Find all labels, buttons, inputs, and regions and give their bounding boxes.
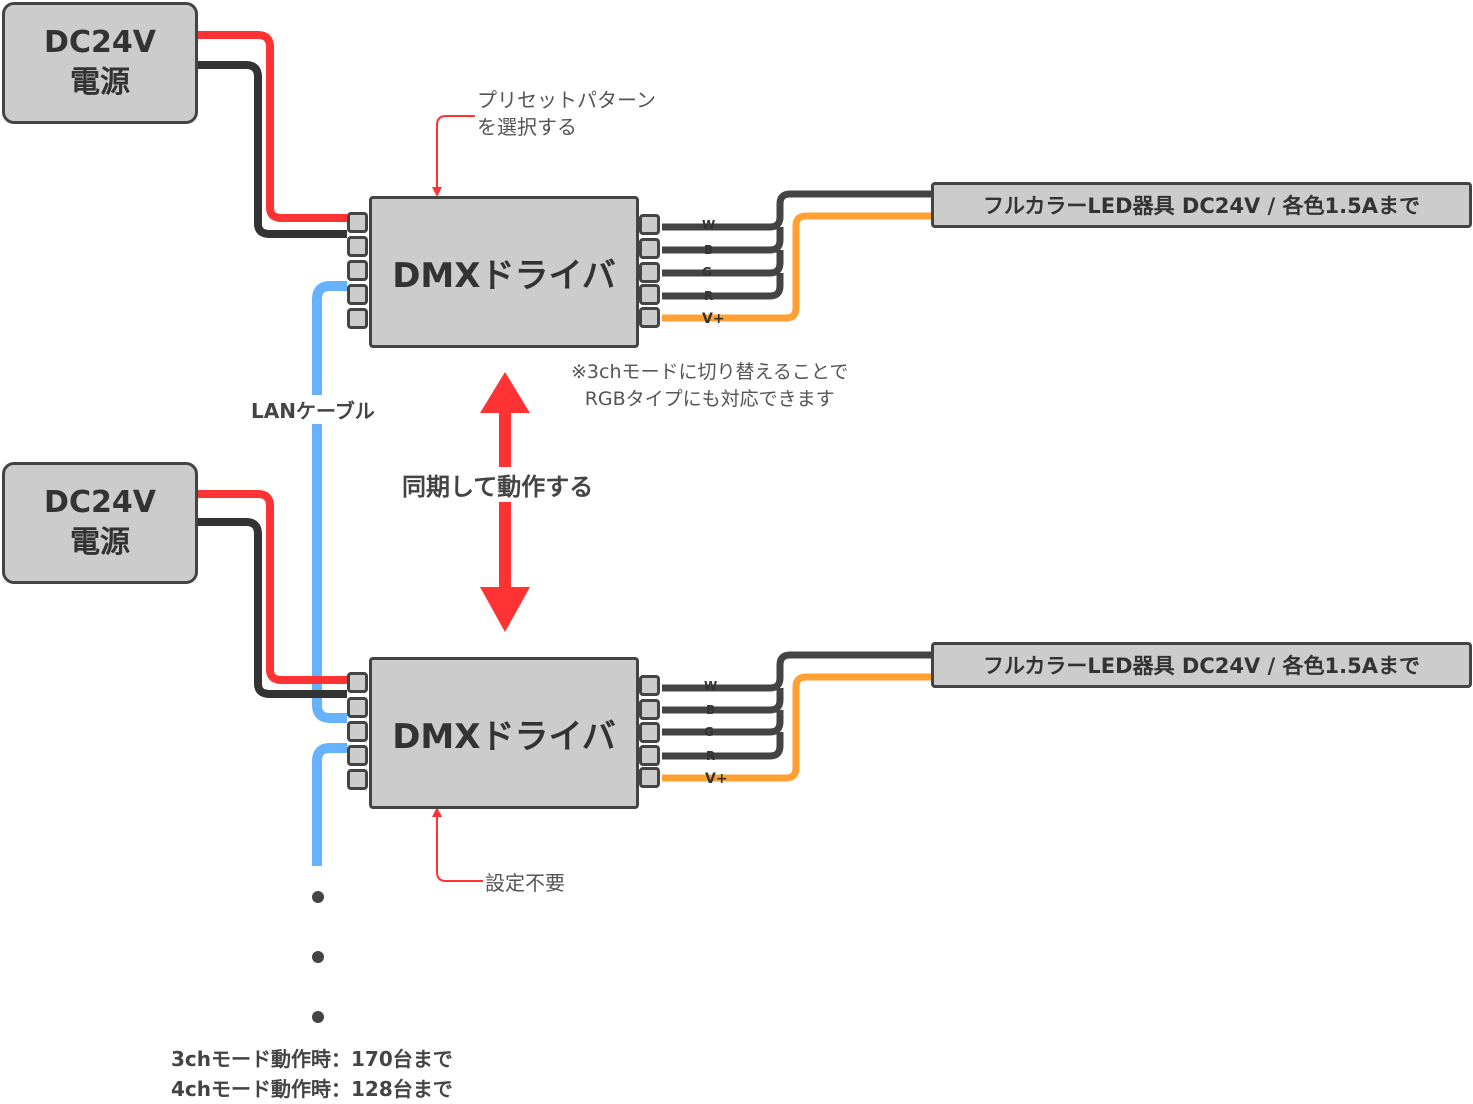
power-supply-1: DC24V 電源 <box>2 2 198 124</box>
pin-label-b: B <box>704 243 714 257</box>
driver-output-port <box>639 767 660 788</box>
driver-output-port <box>639 238 660 259</box>
driver-output-port <box>639 284 660 305</box>
pin-label-g: G <box>704 725 714 739</box>
driver-input-port <box>347 308 368 329</box>
lan-cable-label: LANケーブル <box>249 395 377 424</box>
limit-3ch: 3chモード動作時：170台まで <box>171 1047 453 1071</box>
driver-output-port <box>639 699 660 720</box>
limit-4ch: 4chモード動作時：128台まで <box>171 1077 453 1101</box>
driver-output-port <box>639 214 660 235</box>
mode-note-line1: ※3chモードに切り替えることで <box>571 361 849 383</box>
pin-label-r: R <box>704 289 714 303</box>
led-fixture-label: フルカラーLED器具 DC24V / 各色1.5Aまで <box>983 654 1420 678</box>
pin-label-g: G <box>702 265 712 279</box>
driver-output-port <box>639 722 660 743</box>
pin-label-b: B <box>706 703 716 717</box>
driver-input-port <box>347 745 368 766</box>
no-setup-note: 設定不要 <box>485 871 565 895</box>
lan-cable-upper <box>312 281 347 723</box>
dmx-driver-label: DMXドライバ <box>392 716 616 757</box>
driver-input-port <box>347 769 368 790</box>
led-fixture-label: フルカラーLED器具 DC24V / 各色1.5Aまで <box>983 194 1420 218</box>
power-wire-red-1 <box>198 31 347 222</box>
power-supply-voltage: DC24V <box>44 25 156 60</box>
driver-input-port <box>347 697 368 718</box>
power-supply-2: DC24V 電源 <box>2 462 198 584</box>
pin-label-r: R <box>706 749 716 763</box>
mode-note: ※3chモードに切り替えることで RGBタイプにも対応できます <box>571 359 848 413</box>
sync-double-arrow <box>480 372 530 632</box>
no-setup-callout-arrow <box>432 807 483 882</box>
led-fixture-1: フルカラーLED器具 DC24V / 各色1.5Aまで <box>931 182 1472 228</box>
mode-note-line2: RGBタイプにも対応できます <box>584 388 835 410</box>
pin-label-w: W <box>704 679 718 693</box>
power-supply-voltage: DC24V <box>44 485 156 520</box>
driver-input-port <box>347 672 368 693</box>
pin-label-vplus: V+ <box>705 771 728 787</box>
lan-cable-lower <box>312 743 347 866</box>
driver-output-port <box>639 675 660 696</box>
dmx-driver-2: DMXドライバ <box>369 657 639 809</box>
preset-note-line1: プリセットパターン <box>477 88 656 112</box>
output-wires-1 <box>662 190 932 322</box>
continuation-dot <box>312 951 324 963</box>
output-wires-2 <box>662 651 932 782</box>
led-fixture-2: フルカラーLED器具 DC24V / 各色1.5Aまで <box>931 642 1472 688</box>
driver-input-port <box>347 284 368 305</box>
driver-input-port <box>347 212 368 233</box>
preset-note-line2: を選択する <box>477 115 577 139</box>
driver-output-port <box>639 307 660 328</box>
continuation-dot <box>312 1011 324 1023</box>
driver-input-port <box>347 260 368 281</box>
power-wire-black-1 <box>198 61 347 238</box>
sync-label: 同期して動作する <box>398 467 598 502</box>
power-wire-red-2 <box>198 490 347 684</box>
limit-note: 3chモード動作時：170台まで 4chモード動作時：128台まで <box>171 1044 453 1104</box>
driver-input-port <box>347 236 368 257</box>
dmx-driver-label: DMXドライバ <box>392 255 616 296</box>
pin-label-w: W <box>702 218 716 232</box>
continuation-dot <box>312 891 324 903</box>
power-wire-black-2 <box>198 518 347 698</box>
driver-output-port <box>639 745 660 766</box>
driver-output-port <box>639 262 660 283</box>
dmx-driver-1: DMXドライバ <box>369 196 639 348</box>
driver-input-port <box>347 721 368 742</box>
pin-label-vplus: V+ <box>702 311 725 327</box>
power-supply-label: 電源 <box>70 525 130 560</box>
power-supply-label: 電源 <box>70 65 130 100</box>
preset-callout-arrow <box>432 115 475 197</box>
preset-note: プリセットパターン を選択する <box>477 87 656 141</box>
